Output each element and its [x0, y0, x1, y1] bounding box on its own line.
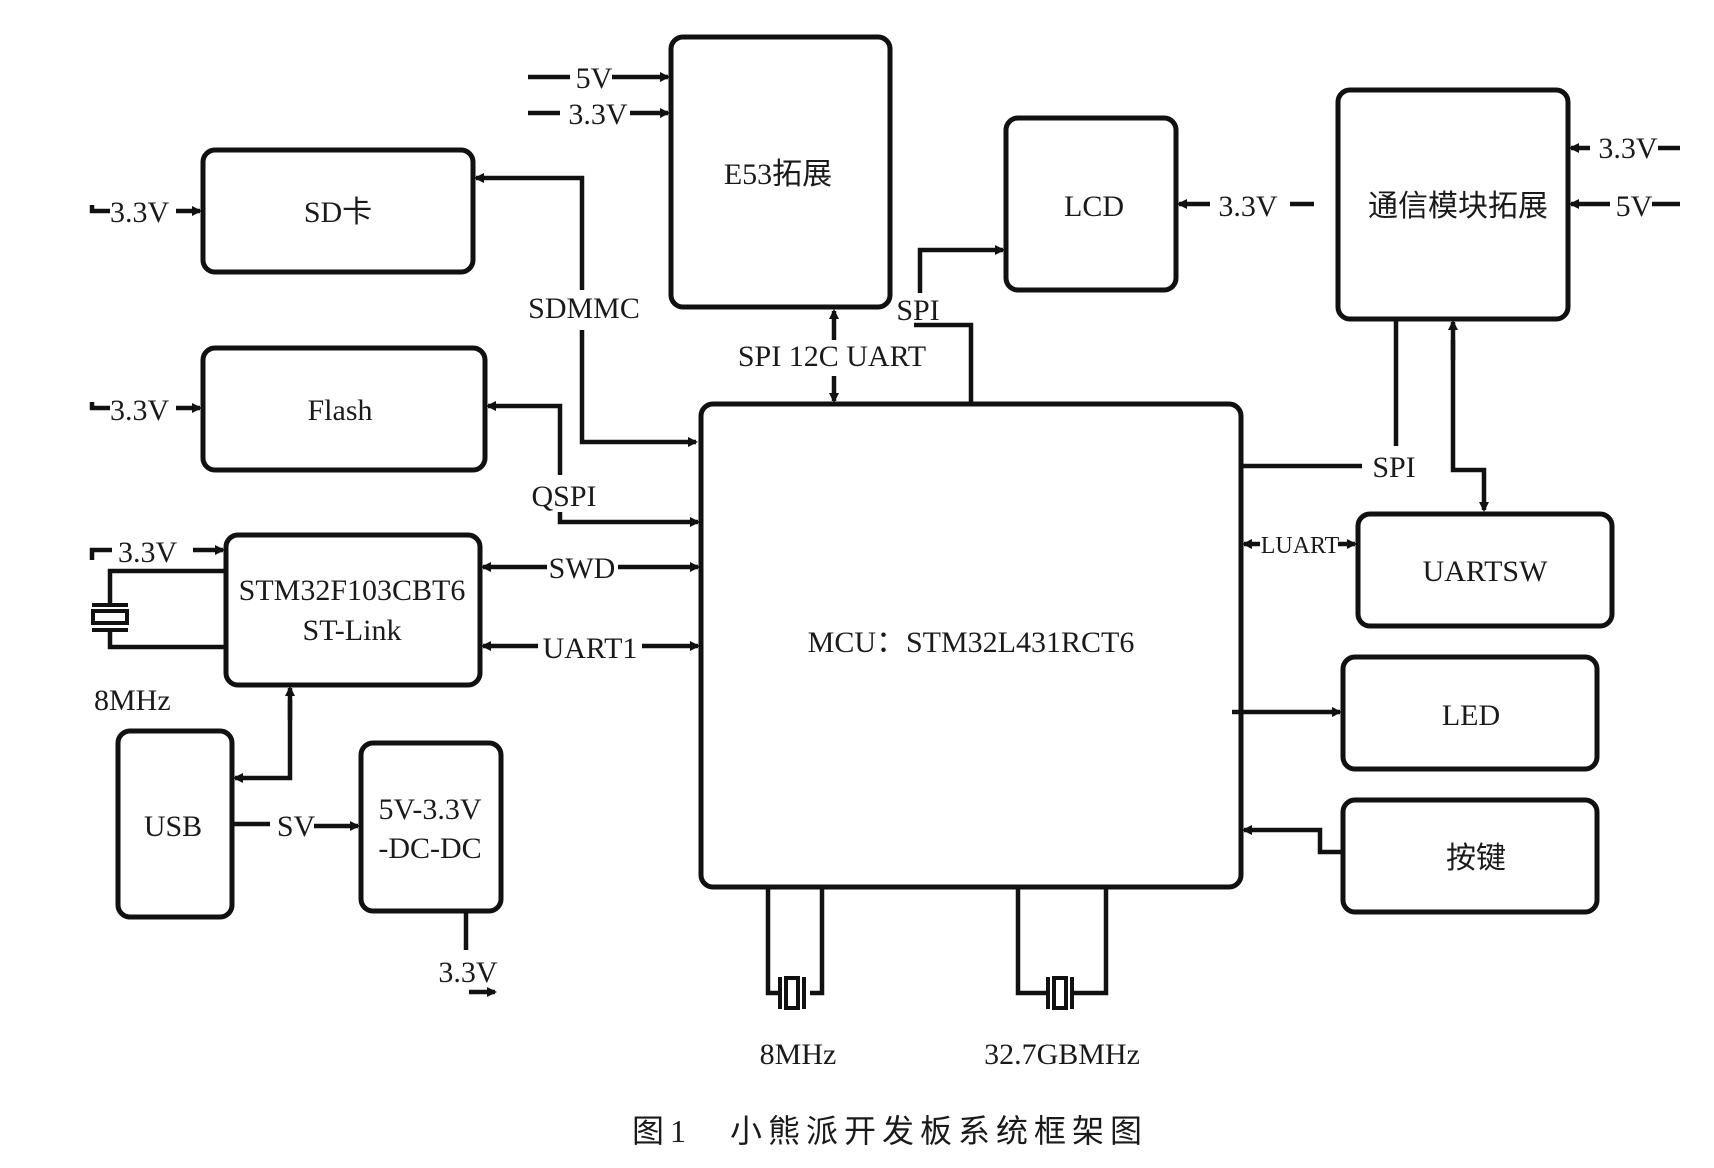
- e53-label: E53拓展: [724, 158, 832, 191]
- sdmmc-label: SDMMC: [528, 292, 640, 325]
- sdmmc-line-top: [474, 173, 585, 290]
- comm-uartsw-line: [1450, 340, 1489, 512]
- comm-module-label: 通信模块拓展: [1368, 190, 1548, 223]
- uartsw-label: UARTSW: [1423, 555, 1549, 588]
- dcdc-label-1: 5V-3.3V: [378, 793, 481, 826]
- mcu-lse-crystal-wire: [1015, 887, 1109, 996]
- flash-label: Flash: [307, 394, 372, 427]
- mcu-lse-crystal-label: 32.7GBMHz: [984, 1038, 1140, 1071]
- comm-module-block: [1335, 87, 1571, 322]
- sd-power-line: [89, 205, 110, 214]
- usb-stlink-line: [233, 700, 293, 783]
- mcu-lse-crystal-icon: [1046, 976, 1074, 1010]
- e53-5v-label: 5V: [576, 62, 613, 95]
- mcu-hse-crystal-wire: [765, 887, 825, 996]
- dcdc-block: [358, 740, 504, 914]
- sd-card-block: [200, 147, 476, 275]
- spi-lcd-line-bottom: [914, 322, 974, 404]
- stlink-crystal-wire: [107, 568, 226, 650]
- mcu-label: MCU：STM32L431RCT6: [808, 626, 1135, 659]
- stlink-power-label: 3.3V: [118, 536, 178, 569]
- comm-33v-label: 3.3V: [1598, 132, 1658, 165]
- spi-lcd-label: SPI: [896, 294, 939, 327]
- lcd-label: LCD: [1064, 190, 1124, 223]
- dcdc-output-label: 3.3V: [438, 956, 498, 989]
- qspi-line-bottom: [557, 512, 700, 527]
- luart-label: LUART: [1261, 533, 1340, 559]
- stlink-block: [223, 532, 483, 688]
- e53-33v-label: 3.3V: [568, 98, 628, 131]
- sd-power-label: 3.3V: [110, 196, 170, 229]
- e53-bus-label: SPI 12C UART: [738, 340, 926, 373]
- usb-label: USB: [144, 810, 202, 843]
- stlink-label-1: STM32F103CBT6: [239, 574, 466, 607]
- uart1-label: UART1: [543, 632, 638, 665]
- lcd-block: [1003, 115, 1179, 293]
- dcdc-label-2: -DC-DC: [378, 832, 481, 865]
- comm-5v-label: 5V: [1616, 190, 1653, 223]
- mcu-hse-crystal-label: 8MHz: [760, 1038, 837, 1071]
- spi-lcd-line-top: [917, 245, 1005, 293]
- qspi-label: QSPI: [531, 480, 596, 513]
- usb-5v-label: SV: [277, 810, 316, 843]
- flash-power-line: [89, 402, 110, 411]
- flash-block: [200, 345, 488, 473]
- spi-comm-label: SPI: [1372, 451, 1415, 484]
- swd-label: SWD: [549, 552, 616, 585]
- key-label: 按键: [1446, 842, 1506, 875]
- figure-caption-number: 图1: [632, 1113, 692, 1149]
- stlink-crystal-label: 8MHz: [94, 684, 171, 717]
- stlink-label-2: ST-Link: [303, 614, 402, 647]
- stlink-crystal-icon: [91, 603, 129, 632]
- figure-caption-title: 小熊派开发板系统框架图: [730, 1113, 1148, 1149]
- key-block: [1340, 797, 1600, 915]
- lcd-power-label: 3.3V: [1218, 190, 1278, 223]
- flash-power-label: 3.3V: [110, 394, 170, 427]
- sd-label: SD卡: [304, 196, 372, 229]
- uartsw-block: [1355, 511, 1615, 629]
- e53-block: [668, 34, 893, 310]
- sdmmc-line-bottom: [579, 330, 698, 447]
- led-block: [1340, 654, 1600, 772]
- key-arrow: [1242, 825, 1343, 855]
- stlink-power-line: [89, 547, 112, 560]
- mcu-hse-crystal-icon: [778, 976, 806, 1010]
- led-label: LED: [1442, 699, 1500, 732]
- qspi-line-top: [486, 401, 563, 475]
